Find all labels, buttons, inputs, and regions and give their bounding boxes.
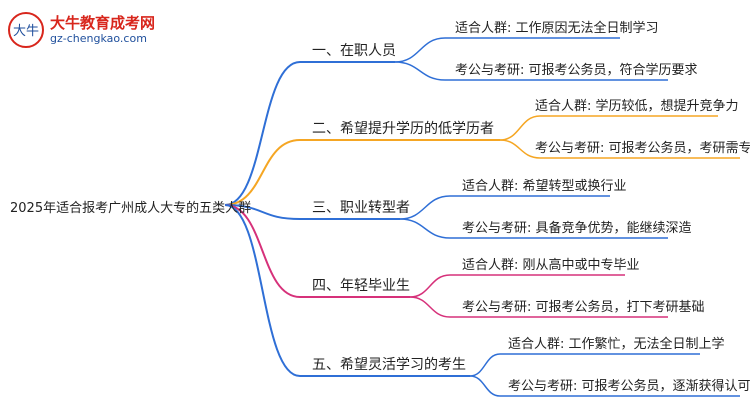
connector-b5-leaf2 bbox=[469, 375, 740, 397]
branch-1-label: 一、在职人员 bbox=[312, 43, 396, 59]
logo-mark-icon: 大牛 bbox=[8, 12, 44, 48]
connector-b1-leaf1 bbox=[394, 37, 620, 63]
connector-b2-leaf1 bbox=[499, 115, 718, 141]
connector-b4-leaf1 bbox=[409, 274, 625, 298]
branch-3-label: 三、职业转型者 bbox=[312, 200, 410, 216]
branch-2-label: 二、希望提升学历的低学历者 bbox=[312, 121, 494, 137]
branch-5-leaf-1: 适合人群: 工作繁忙，无法全日制上学 bbox=[508, 337, 725, 352]
connector-root-b4 bbox=[224, 204, 410, 298]
connector-b3-leaf1 bbox=[399, 195, 610, 220]
connector-b5-leaf1 bbox=[469, 353, 700, 377]
connector-b4-leaf2 bbox=[409, 296, 668, 318]
branch-5-leaf-2: 考公与考研: 可报考公务员，逐渐获得认可 bbox=[508, 379, 750, 394]
connector-b2-leaf2 bbox=[499, 139, 740, 159]
branch-3-leaf-2: 考公与考研: 具备竞争优势，能继续深造 bbox=[462, 221, 692, 236]
branch-4-leaf-1: 适合人群: 刚从高中或中专毕业 bbox=[462, 258, 640, 273]
connector-b3-leaf2 bbox=[399, 218, 668, 239]
branch-1-leaf-2: 考公与考研: 可报考公务员，符合学历要求 bbox=[455, 63, 698, 78]
branch-5-label: 五、希望灵活学习的考生 bbox=[312, 357, 466, 373]
branch-2-leaf-2: 考公与考研: 可报考公务员，考研需专升本 bbox=[535, 141, 750, 156]
logo-title: 大牛教育成考网 bbox=[50, 14, 156, 32]
branch-1-leaf-1: 适合人群: 工作原因无法全日制学习 bbox=[455, 21, 659, 36]
logo-url: gz-chengkao.com bbox=[50, 32, 147, 45]
connector-root-b3 bbox=[224, 204, 400, 220]
logo-mark-text: 大牛 bbox=[13, 24, 39, 39]
connector-root-b5 bbox=[224, 204, 470, 377]
root-node: 2025年适合报考广州成人大专的五类人群 bbox=[10, 201, 252, 216]
connector-b1-leaf2 bbox=[394, 61, 668, 81]
connector-root-b1 bbox=[224, 61, 395, 206]
connector-root-b2 bbox=[224, 139, 500, 206]
branch-2-leaf-1: 适合人群: 学历较低，想提升竞争力 bbox=[535, 99, 739, 114]
branch-3-leaf-1: 适合人群: 希望转型或换行业 bbox=[462, 179, 627, 194]
branch-4-leaf-2: 考公与考研: 可报考公务员，打下考研基础 bbox=[462, 300, 705, 315]
branch-4-label: 四、年轻毕业生 bbox=[312, 278, 410, 294]
site-logo: 大牛 大牛教育成考网 gz-chengkao.com bbox=[6, 8, 176, 52]
